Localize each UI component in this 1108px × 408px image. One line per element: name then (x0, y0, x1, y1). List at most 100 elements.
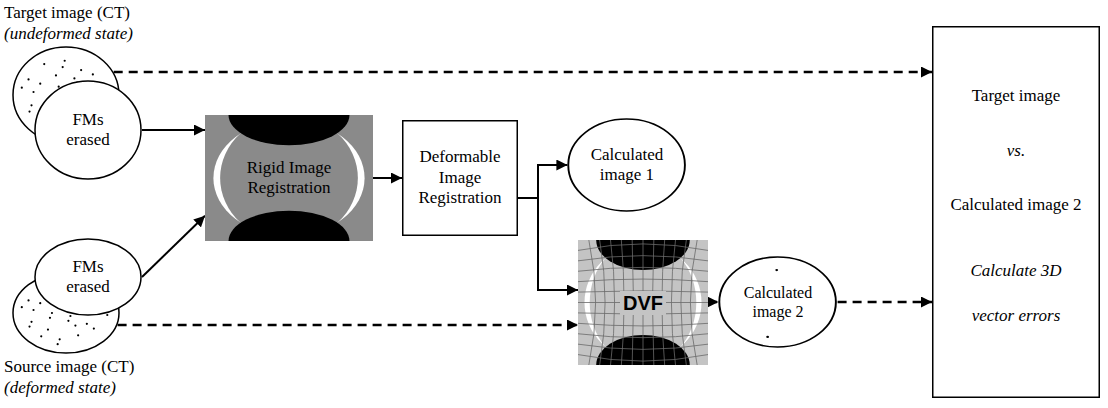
rigid-registration-box: Rigid Image Registration (205, 115, 373, 241)
text-column: Calculated image 1 (585, 145, 669, 186)
deformation-grid (578, 323, 708, 326)
box-outline (933, 27, 1100, 398)
fm-erased-circle: FMs erased (34, 80, 142, 180)
calculated-image-circle: Calculated image 1 (567, 118, 686, 212)
marker-dot (21, 306, 23, 308)
node-label: FMs erased (52, 110, 124, 151)
marker-dot (55, 295, 57, 297)
marker-dot (32, 309, 34, 311)
dashed-arrow (838, 301, 932, 304)
text-holder: Target image (CT)(undeformed state) (4, 2, 224, 45)
marker-dot (30, 321, 32, 323)
ellipse-outline (35, 81, 141, 179)
dvf-label: DVF (620, 291, 666, 315)
marker-dot (776, 269, 779, 271)
crescent-cut (220, 115, 358, 241)
text-holder: Target imagevs.Calculated image 2Calcula… (932, 26, 1100, 398)
marker-dot (76, 301, 78, 303)
node-label: vs. (1007, 141, 1025, 161)
ellipse-outline (569, 119, 686, 211)
fm-erased-ellipse: FMs erased (34, 238, 142, 316)
node-label: Target image (972, 86, 1061, 106)
text-holder: Rigid Image Registration (205, 115, 373, 241)
marker-dot (80, 292, 82, 294)
marker-dot (30, 104, 32, 106)
marker-dot (103, 304, 105, 306)
marker-dot (88, 311, 90, 313)
marker-dot (39, 302, 41, 304)
marker-dot (64, 284, 66, 286)
marker-dot (69, 315, 71, 317)
image-ground (205, 115, 373, 241)
marker-dot (39, 83, 41, 85)
text-holder: Calculated image 1 (567, 118, 686, 212)
marker-dot (49, 317, 51, 319)
text-column: Calculated image 2 (736, 283, 820, 321)
marker-dot (43, 63, 45, 65)
deformation-grid (690, 240, 697, 365)
marker-dot (58, 305, 60, 307)
marker-dot (59, 338, 61, 340)
marker-dot (55, 74, 57, 76)
marker-dot (74, 324, 76, 326)
marker-dot (57, 343, 59, 345)
marker-dot (92, 294, 94, 296)
flow-arrow (518, 165, 567, 198)
text-column: Target imagevs.Calculated image 2Calcula… (941, 86, 1091, 338)
marker-dot (27, 78, 29, 80)
text-holder: FMs erased (34, 80, 142, 180)
dashed-arrow (114, 71, 932, 74)
text-column: FMs erased (52, 110, 124, 151)
marker-dot (92, 73, 94, 75)
text-column: Deformable Image Registration (408, 147, 512, 208)
node-label: Deformable Image Registration (408, 147, 512, 208)
dashed-arrow (708, 301, 718, 304)
text-holder: Deformable Image Registration (402, 120, 518, 236)
marker-dot (67, 320, 69, 322)
marker-dot (21, 87, 23, 89)
deformation-grid (578, 355, 708, 362)
node-label: (undeformed state) (4, 23, 133, 44)
black-cap (229, 211, 350, 241)
node-label: Rigid Image Registration (234, 158, 344, 199)
marker-dot (47, 328, 49, 330)
node-label: Target image (CT) (4, 2, 130, 23)
dashed-arrow (118, 324, 578, 327)
text-holder: Calculated image 2 (718, 256, 837, 348)
image-ground (578, 240, 708, 365)
marker-dot (767, 336, 770, 338)
node-label: Source image (CT) (4, 356, 134, 377)
marker-dot (80, 69, 82, 71)
text-holder: FMs erased (34, 238, 142, 316)
marker-dot (93, 327, 95, 329)
marker-dot (40, 335, 42, 337)
marker-dot (73, 298, 75, 300)
marker-dot (62, 66, 64, 68)
deformation-grid (578, 344, 708, 349)
marker-dot (28, 111, 30, 113)
node-label: Calculated image 2 (736, 283, 820, 321)
node-outline (718, 256, 837, 348)
node-label: FMs erased (52, 257, 124, 298)
ellipse-outline (720, 257, 837, 347)
dvf-box: DVF (578, 240, 708, 365)
marker-dot (86, 323, 88, 325)
node-label: Calculate 3D vector errors (957, 249, 1075, 337)
marker-dot (28, 325, 30, 327)
deformation-grid (671, 240, 675, 365)
marker-dot (77, 334, 79, 336)
marker-dot (58, 86, 60, 88)
flow-arrow (142, 216, 205, 277)
box-outline (403, 121, 518, 236)
text-column: Rigid Image Registration (234, 158, 344, 199)
text-column: FMs erased (52, 257, 124, 298)
comparison-box: Target imagevs.Calculated image 2Calcula… (932, 26, 1100, 398)
flow-arrow (518, 198, 578, 290)
text-holder: DVF (578, 240, 708, 365)
flow-arrow (373, 177, 402, 179)
marker-dot (32, 91, 34, 93)
deformation-grid (681, 240, 686, 365)
ellipse-outline (13, 273, 119, 353)
marker-dot (106, 314, 108, 316)
